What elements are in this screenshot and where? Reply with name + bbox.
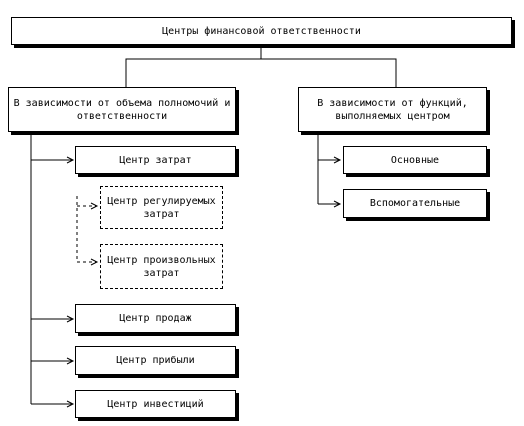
profit-center-node: Центр прибыли xyxy=(75,346,236,375)
sales-center-label: Центр продаж xyxy=(119,313,192,324)
sales-center-node: Центр продаж xyxy=(75,304,236,333)
investment-center-label: Центр инвестиций xyxy=(107,398,204,410)
main-centers-label: Основные xyxy=(390,154,440,166)
root-label: Центры финансовой ответственности xyxy=(162,25,361,37)
root-connector xyxy=(125,58,397,87)
root-node: Центры финансовой ответственности xyxy=(11,17,512,45)
left-branch-label: В зависимости от объема полномочий и отв… xyxy=(13,97,231,122)
discretionary-cost-center-label: Центр произвольных затрат xyxy=(107,254,216,279)
regulated-cost-center-node: Центр регулируемых затрат xyxy=(100,186,223,229)
right-branch-node: В зависимости от функций, выполняемых це… xyxy=(298,87,487,132)
main-centers-node: Основные xyxy=(343,146,487,174)
profit-center-label: Центр прибыли xyxy=(116,355,195,366)
cost-center-node: Центр затрат xyxy=(75,146,236,174)
right-branch-label: В зависимости от функций, выполняемых це… xyxy=(317,97,468,122)
discretionary-cost-center-node: Центр произвольных затрат xyxy=(100,244,223,289)
investment-center-node: Центр инвестиций xyxy=(75,390,236,418)
auxiliary-centers-label: Вспомогательные xyxy=(369,198,461,209)
regulated-cost-center-label: Центр регулируемых затрат xyxy=(107,195,216,220)
left-branch-node: В зависимости от объема полномочий и отв… xyxy=(8,87,236,132)
cost-center-label: Центр затрат xyxy=(119,154,192,166)
auxiliary-centers-node: Вспомогательные xyxy=(343,189,487,218)
